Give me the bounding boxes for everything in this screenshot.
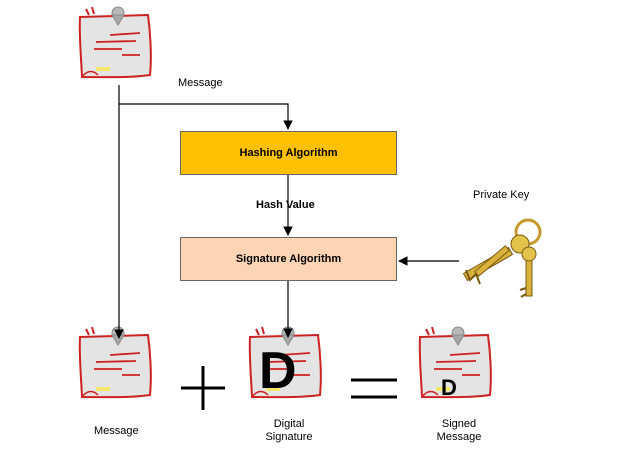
hash-value-label: Hash Value: [256, 199, 315, 211]
signed-message-letter: D: [441, 375, 457, 400]
signature-algorithm-box: Signature Algorithm: [180, 237, 397, 281]
signature-letter: D: [259, 342, 297, 400]
digital-signature-label: Digital Signature: [265, 418, 313, 443]
key-ring-icon: [462, 218, 542, 298]
connectors: [114, 85, 459, 339]
message-bottom-label: Message: [94, 425, 139, 437]
hashing-algorithm-label: Hashing Algorithm: [239, 147, 338, 159]
equals-sign: [351, 378, 397, 399]
message-top-label: Message: [178, 77, 223, 89]
note-top-icon: [78, 6, 152, 79]
note-message-icon: [78, 326, 152, 399]
arrow-message-to-hashing: [119, 103, 293, 130]
signature-algorithm-label: Signature Algorithm: [235, 253, 342, 265]
private-key-label: Private Key: [473, 189, 530, 201]
signed-message-label: Signed Message: [436, 418, 482, 443]
hashing-algorithm-box: Hashing Algorithm: [180, 131, 397, 175]
plus-sign: [181, 366, 225, 410]
